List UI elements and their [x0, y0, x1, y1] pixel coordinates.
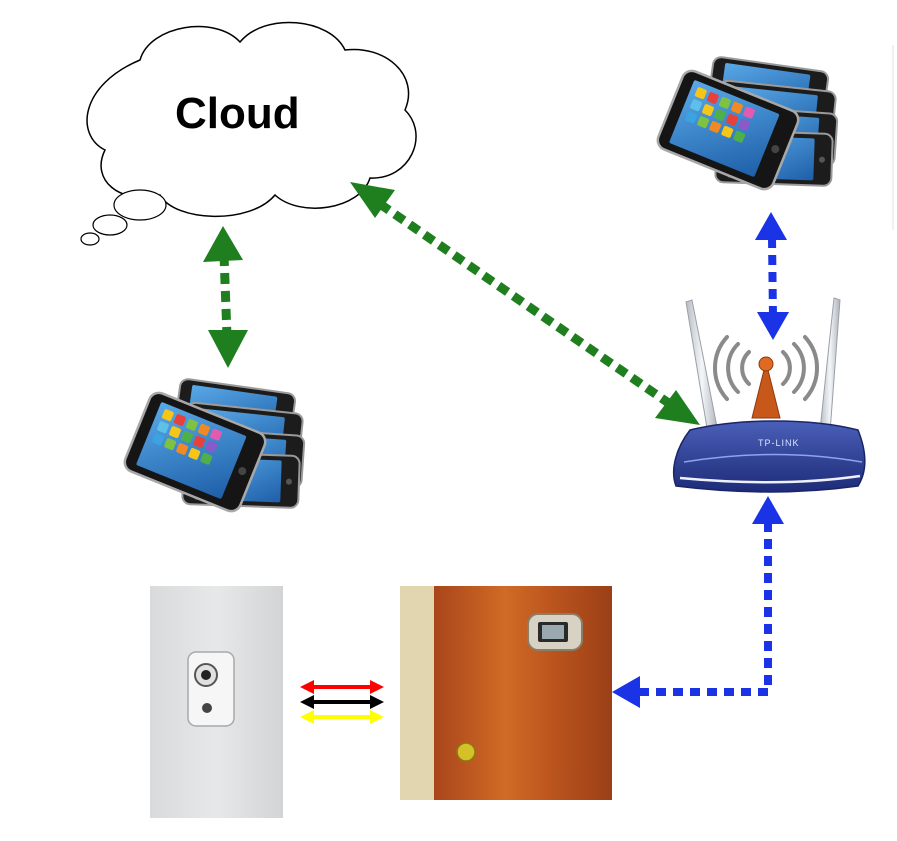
wifi-router-icon	[672, 420, 866, 493]
arrowhead-icon	[752, 496, 784, 524]
link-cloud-phones-left	[203, 226, 248, 368]
wifi-tower-tip-icon	[758, 356, 774, 372]
cloud-bubble-icon	[113, 189, 167, 221]
router-brand-label: TP-LINK	[758, 438, 800, 448]
smartphone-stack-icon	[122, 378, 305, 514]
cloud-icon	[86, 21, 417, 218]
wire-black	[300, 695, 384, 709]
router: TP-LINK	[672, 297, 866, 493]
link-cloud-router	[350, 182, 700, 425]
outdoor-camera	[150, 586, 283, 818]
link-router-phones-right	[755, 212, 789, 340]
door-knob-icon	[456, 742, 476, 762]
cloud-bubble-icon	[92, 214, 128, 236]
phones-left	[122, 378, 305, 514]
door-viewer	[400, 586, 612, 800]
doorbell-camera-icon	[187, 651, 235, 727]
arrowhead-icon	[612, 676, 640, 708]
cloud: Cloud	[80, 21, 417, 246]
smartphone-stack-icon	[655, 56, 838, 192]
router-antenna-icon	[819, 297, 841, 433]
link-router-door-viewer	[612, 496, 784, 708]
link-camera-door-viewer	[300, 680, 384, 724]
door-panel	[434, 586, 612, 800]
arrowhead-icon	[203, 226, 243, 262]
arrowhead-icon	[208, 330, 248, 368]
phones-right	[655, 56, 838, 192]
arrowhead-icon	[350, 182, 395, 218]
cloud-label: Cloud	[175, 89, 300, 138]
cloud-bubble-icon	[80, 232, 100, 246]
wire-red	[300, 680, 384, 694]
arrowhead-icon	[655, 390, 700, 425]
door-frame	[400, 586, 434, 800]
wifi-tower-icon	[751, 361, 781, 419]
arrowhead-icon	[757, 312, 789, 340]
wifi-signal-icon	[713, 335, 819, 401]
wire-yellow	[300, 710, 384, 724]
camera-sensor-icon	[202, 703, 212, 713]
arrowhead-icon	[755, 212, 787, 240]
